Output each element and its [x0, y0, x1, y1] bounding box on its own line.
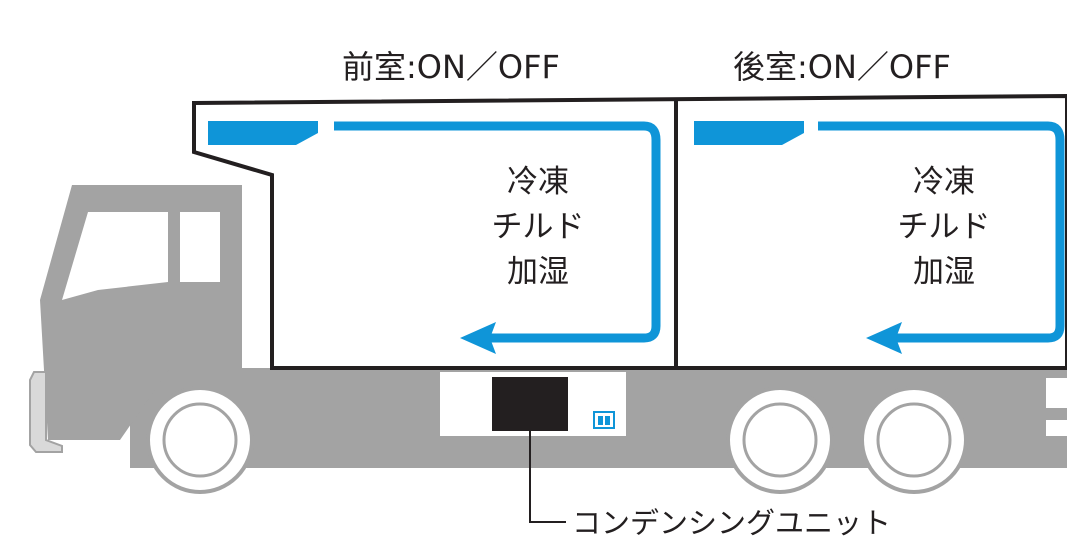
condensing-unit-leader-line [529, 431, 566, 523]
front-airflow-arrowhead [460, 322, 496, 354]
front-mode-chilled: チルド [491, 209, 585, 245]
cab-window-side [180, 212, 220, 282]
cab-window-front [62, 212, 168, 300]
cab-bumper [29, 371, 63, 453]
wheel-rear-1 [726, 386, 834, 494]
rear-compartment-title: 後室:ON／OFF [733, 48, 951, 86]
logo-icon [593, 411, 615, 429]
wheel-rear-2 [860, 386, 968, 494]
wheel-front [146, 386, 254, 494]
condensing-unit-core [492, 377, 568, 431]
front-evaporator [208, 121, 318, 145]
rear-notch [1046, 378, 1067, 408]
front-mode-freeze: 冷凍 [507, 164, 569, 200]
front-mode-humidify: 加湿 [507, 254, 569, 290]
rear-mode-humidify: 加湿 [913, 254, 975, 290]
rear-airflow-arrowhead [866, 322, 902, 354]
rear-mode-chilled: チルド [897, 209, 991, 245]
cargo-box [192, 93, 1067, 370]
rear-airflow-path [818, 121, 1065, 343]
condensing-unit-label: コンデンシングユニット [572, 506, 892, 540]
rear-evaporator [694, 121, 804, 145]
rear-notch-lower [1046, 420, 1067, 436]
front-compartment-title: 前室:ON／OFF [342, 48, 560, 86]
front-airflow-path [334, 121, 661, 343]
rear-mode-freeze: 冷凍 [913, 164, 975, 200]
